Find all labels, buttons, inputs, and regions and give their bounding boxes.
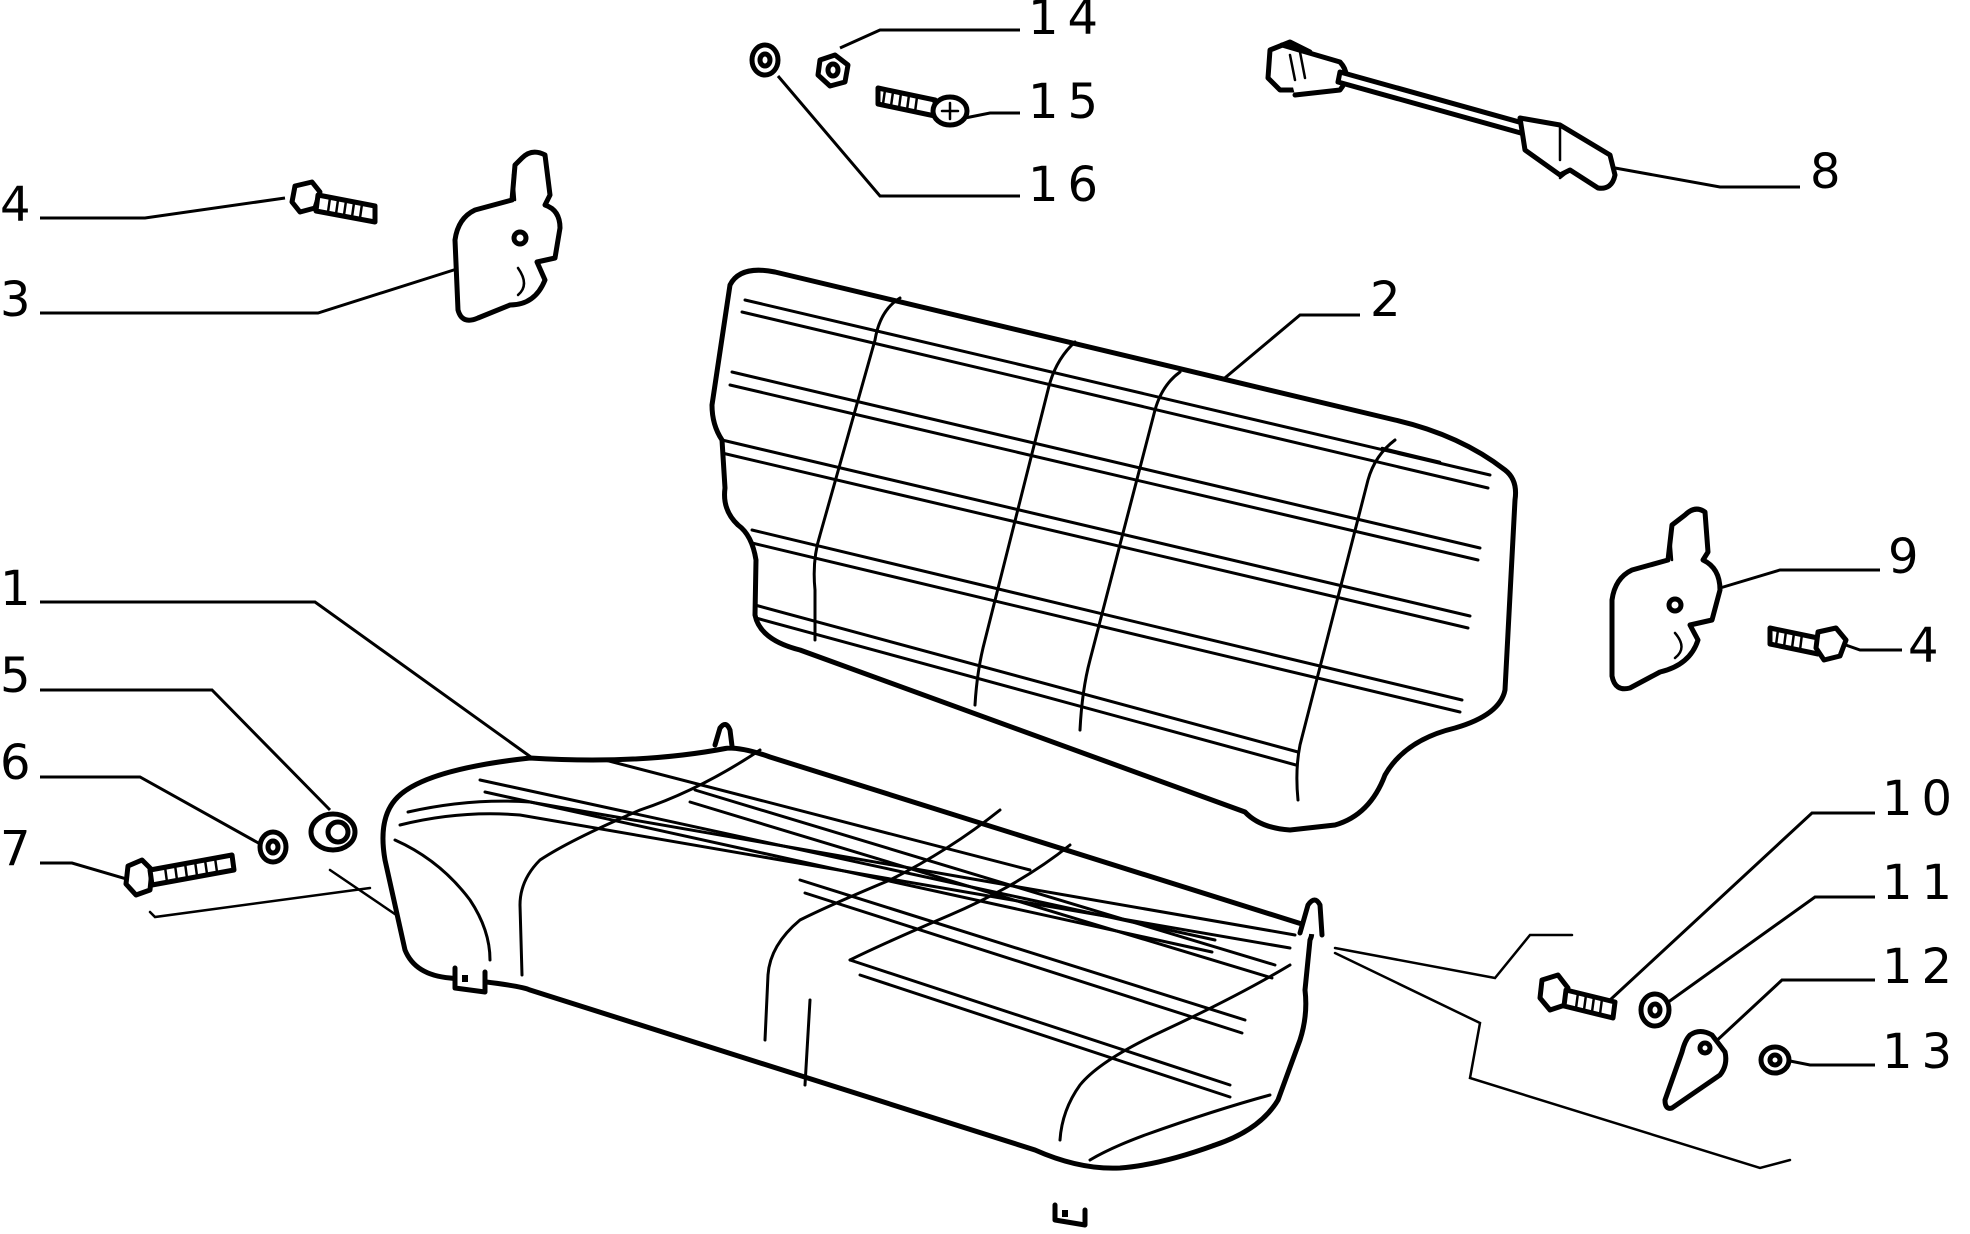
callout-14: 14 — [1028, 0, 1107, 46]
bushing-5 — [308, 811, 358, 853]
leader-8 — [1614, 166, 1800, 189]
mount-line-left-a — [148, 886, 372, 919]
washer-13 — [1758, 1044, 1792, 1076]
leader-lines — [40, 28, 1902, 1170]
bolt-7 — [123, 852, 237, 898]
nut-14 — [815, 52, 851, 89]
callout-8: 8 — [1810, 144, 1850, 200]
washer-16 — [749, 42, 781, 78]
leader-12 — [1710, 978, 1875, 1047]
callout-13: 13 — [1882, 1024, 1961, 1080]
leader-2 — [1219, 313, 1360, 384]
bolt-4-left — [289, 179, 378, 225]
right-hinge-bracket — [1609, 506, 1723, 692]
screw-15 — [875, 85, 970, 128]
seat-backrest — [709, 267, 1518, 833]
seat-cushion — [380, 722, 1325, 1228]
callout-10: 10 — [1882, 771, 1961, 827]
callout-3: 3 — [0, 272, 40, 328]
bolt-10 — [1537, 972, 1618, 1021]
washer-6 — [257, 829, 289, 865]
callout-6: 6 — [0, 735, 40, 791]
mount-line-right-b — [1333, 951, 1792, 1170]
callout-16: 16 — [1028, 157, 1107, 213]
leader-14 — [839, 28, 1020, 50]
leader-13 — [1784, 1058, 1875, 1067]
leader-7 — [40, 861, 131, 882]
mount-line-right-a — [1333, 933, 1574, 980]
callout-4-right: 4 — [1908, 618, 1948, 674]
callout-1: 1 — [0, 561, 40, 617]
leader-15 — [964, 111, 1020, 120]
callout-15: 15 — [1028, 74, 1107, 130]
leader-11 — [1659, 895, 1875, 1010]
callout-7: 7 — [0, 821, 40, 877]
callout-11: 11 — [1882, 855, 1961, 911]
callout-2: 2 — [1370, 272, 1410, 328]
bolt-4-right — [1767, 625, 1849, 663]
callout-5: 5 — [0, 648, 40, 704]
callout-labels: 1 2 3 4 4 5 6 7 8 9 10 11 12 13 14 15 16 — [0, 0, 1961, 1080]
callout-9: 9 — [1888, 529, 1928, 585]
washer-11 — [1638, 991, 1672, 1029]
leader-10 — [1608, 811, 1875, 1002]
leader-9 — [1719, 568, 1880, 590]
leader-4a — [40, 196, 286, 220]
leader-1 — [40, 600, 536, 762]
callout-4-left: 4 — [0, 177, 40, 233]
release-cable-8 — [1265, 39, 1618, 191]
leader-3 — [40, 266, 461, 315]
leader-5 — [40, 688, 332, 812]
plate-12 — [1662, 1029, 1729, 1111]
leader-6 — [40, 775, 263, 847]
leader-16 — [776, 75, 1020, 198]
left-hinge-bracket — [452, 149, 563, 323]
callout-12: 12 — [1882, 939, 1961, 995]
leader-4b — [1839, 641, 1902, 652]
